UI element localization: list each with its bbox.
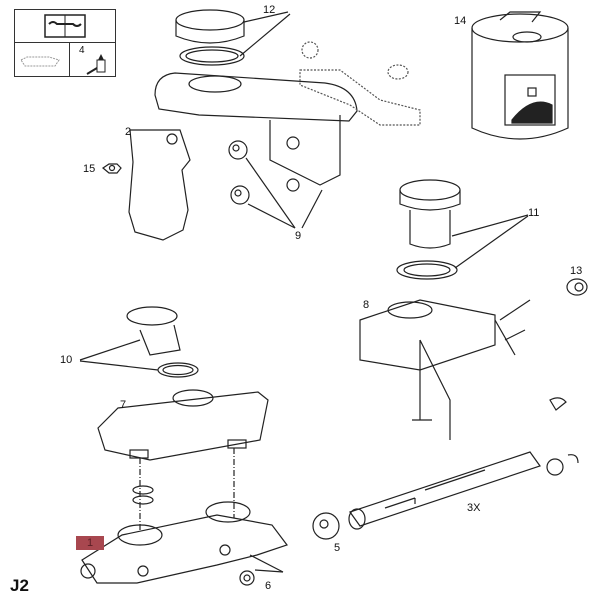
legend-manual-cell — [15, 10, 115, 43]
part-7-reservoir[interactable] — [97, 389, 269, 461]
part-6-nut[interactable] — [239, 570, 255, 586]
upper-reservoir[interactable] — [154, 72, 358, 192]
part-15-nut[interactable] — [101, 163, 122, 174]
part-5-washer[interactable] — [312, 512, 340, 540]
callout-14: 14 — [454, 15, 467, 27]
callout-8: 8 — [363, 299, 370, 311]
part-14-brake-fluid-can[interactable] — [471, 11, 569, 140]
callout-6: 6 — [265, 580, 272, 592]
callout-5: 5 — [334, 542, 341, 554]
hydraulic-fitting-icon — [86, 54, 106, 75]
callout-2: 2 — [125, 126, 132, 138]
page-code: J2 — [10, 576, 29, 595]
legend-number: 4 — [79, 45, 85, 56]
part-12-cap[interactable] — [175, 9, 245, 66]
bracket-dotted — [299, 41, 421, 126]
callout-13: 13 — [570, 265, 583, 277]
part-11-cap[interactable] — [396, 179, 461, 280]
callout-7: 7 — [120, 399, 127, 411]
part-8-reservoir[interactable] — [359, 299, 567, 440]
part-2-master-cylinder[interactable] — [128, 129, 191, 241]
callout-3x: 3X — [467, 502, 481, 514]
callout-10: 10 — [60, 354, 73, 366]
part-3x-piston-assembly[interactable] — [348, 451, 579, 530]
vehicle-outline-icon — [20, 56, 60, 67]
callout-11: 11 — [528, 207, 540, 219]
callout-15: 15 — [83, 163, 96, 175]
part-13-nut[interactable] — [566, 278, 588, 296]
callout-9: 9 — [295, 230, 302, 242]
callout-12: 12 — [263, 4, 276, 16]
part-1-master-cylinder-body[interactable] — [80, 501, 288, 584]
part-9-grommets[interactable] — [228, 140, 250, 205]
repair-manual-wrench-icon — [44, 14, 86, 38]
callout-1-highlighted[interactable]: 1 — [76, 536, 104, 550]
part-10-cap[interactable] — [126, 306, 199, 378]
legend-box: 4 — [14, 9, 116, 77]
legend-divider — [69, 43, 70, 76]
